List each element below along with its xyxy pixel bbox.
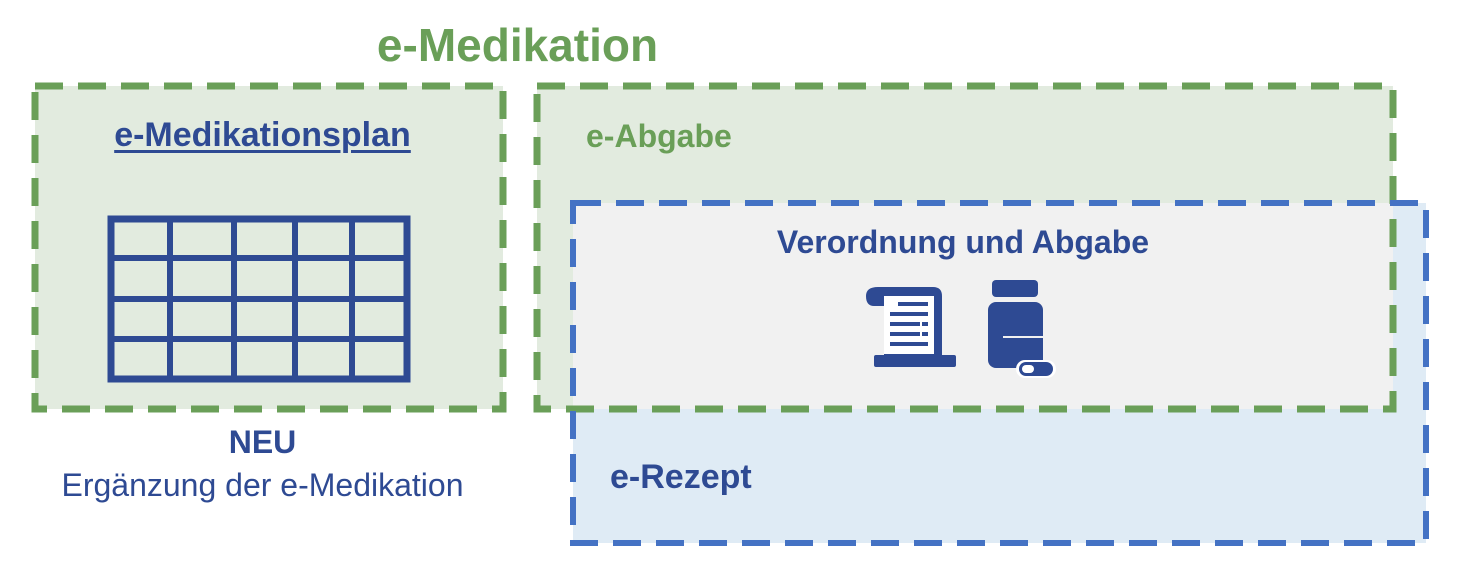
overlap-heading: Verordnung und Abgabe (776, 224, 1150, 260)
e-rezept-heading: e-Rezept (610, 458, 752, 496)
e-rezept-box-border (570, 200, 1429, 546)
prescription-scroll-icon (866, 287, 956, 367)
e-medikationsplan-box-border (31, 82, 507, 413)
new-badge-text: NEU (228, 424, 297, 460)
e-medikationsplan-heading: e-Medikationsplan (114, 116, 411, 154)
medicine-bottle-icon (988, 280, 1056, 378)
e-abgabe-heading: e-Abgabe (586, 118, 732, 154)
e-abgabe-box-border (533, 82, 1397, 413)
table-grid-icon (107, 215, 411, 383)
diagram-title: e-Medikation (376, 19, 659, 71)
medication-plan-description: Ergänzung der e-Medikation (61, 467, 464, 503)
overlap-region (573, 203, 1393, 409)
